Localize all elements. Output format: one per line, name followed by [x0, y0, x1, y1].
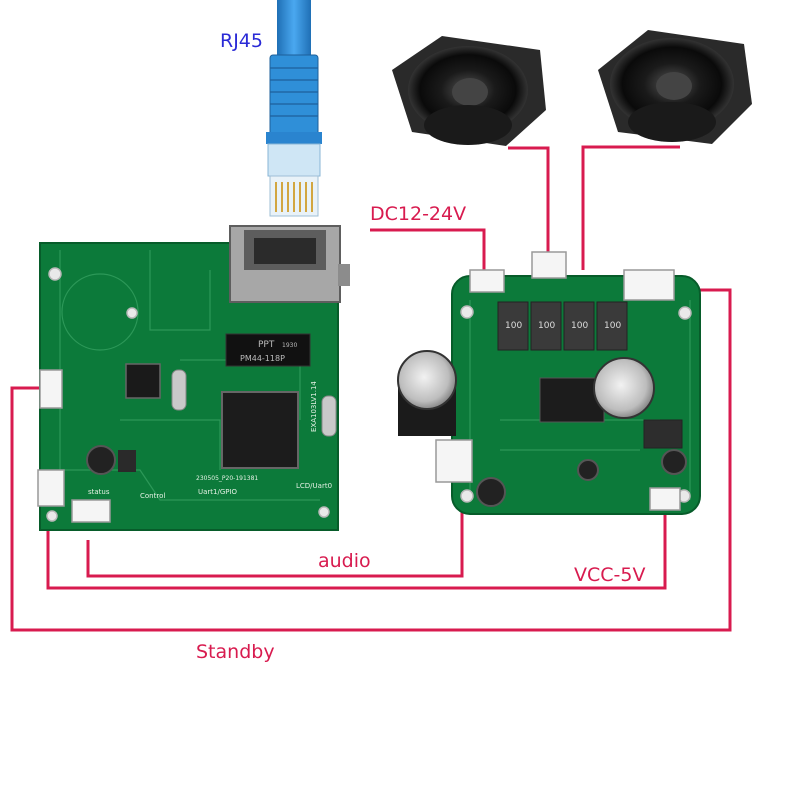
- connector-audio-amp: [435, 439, 473, 483]
- chip-ppt-label: PPT: [258, 340, 275, 350]
- connector-standby: [39, 369, 63, 409]
- network-board: PPT 1930 PM44-118P EXA103LV1.14 230505_P…: [37, 225, 350, 531]
- control-label: Control: [140, 492, 165, 500]
- wire-speaker-left: [508, 146, 550, 256]
- wire-standby: [10, 288, 732, 632]
- audio-label: audio: [318, 550, 371, 572]
- wire-vcc: [46, 510, 667, 590]
- connector-standby-amp: [623, 269, 675, 301]
- connector-dc-input: [469, 269, 505, 293]
- inductor-label: 100: [538, 321, 555, 331]
- connector-vcc: [37, 469, 65, 507]
- date-code-label: 230505_P20-191381: [196, 475, 258, 482]
- wires: [10, 145, 732, 632]
- inductor-label: 100: [571, 321, 588, 331]
- capacitor-left: [397, 350, 457, 436]
- status-label: status: [88, 488, 110, 496]
- rj45-cable: [266, 0, 322, 217]
- amplifier-board: 100 100 100 100: [397, 251, 701, 515]
- main-chip: [221, 391, 299, 469]
- inductor-row: 100 100 100 100: [497, 301, 628, 351]
- uart-gpio-label: Uart1/GPIO: [198, 488, 238, 496]
- connector-vcc-amp: [649, 487, 681, 511]
- inductor-label: 100: [604, 321, 621, 331]
- wire-dc-input: [370, 228, 486, 272]
- connector-audio: [71, 499, 111, 523]
- vcc-label: VCC-5V: [574, 564, 645, 586]
- speaker-right: [598, 30, 752, 144]
- speaker-left: [392, 36, 546, 146]
- inductor-label: 100: [505, 321, 522, 331]
- capacitor-right: [593, 357, 655, 419]
- rj45-label: RJ45: [220, 30, 263, 52]
- wire-audio: [86, 490, 464, 578]
- amp-chip: [539, 377, 605, 423]
- lcd-uart-label: LCD/Uart0: [296, 482, 332, 490]
- wire-speaker-right: [581, 145, 680, 270]
- standby-label: Standby: [196, 641, 275, 663]
- connector-speaker-left: [531, 251, 567, 279]
- chip-ppt-code: 1930: [282, 342, 297, 349]
- chip-transformer-label: PM44-118P: [240, 354, 285, 363]
- dc-input-label: DC12-24V: [370, 203, 466, 225]
- board-revision-label: EXA103LV1.14: [310, 381, 318, 432]
